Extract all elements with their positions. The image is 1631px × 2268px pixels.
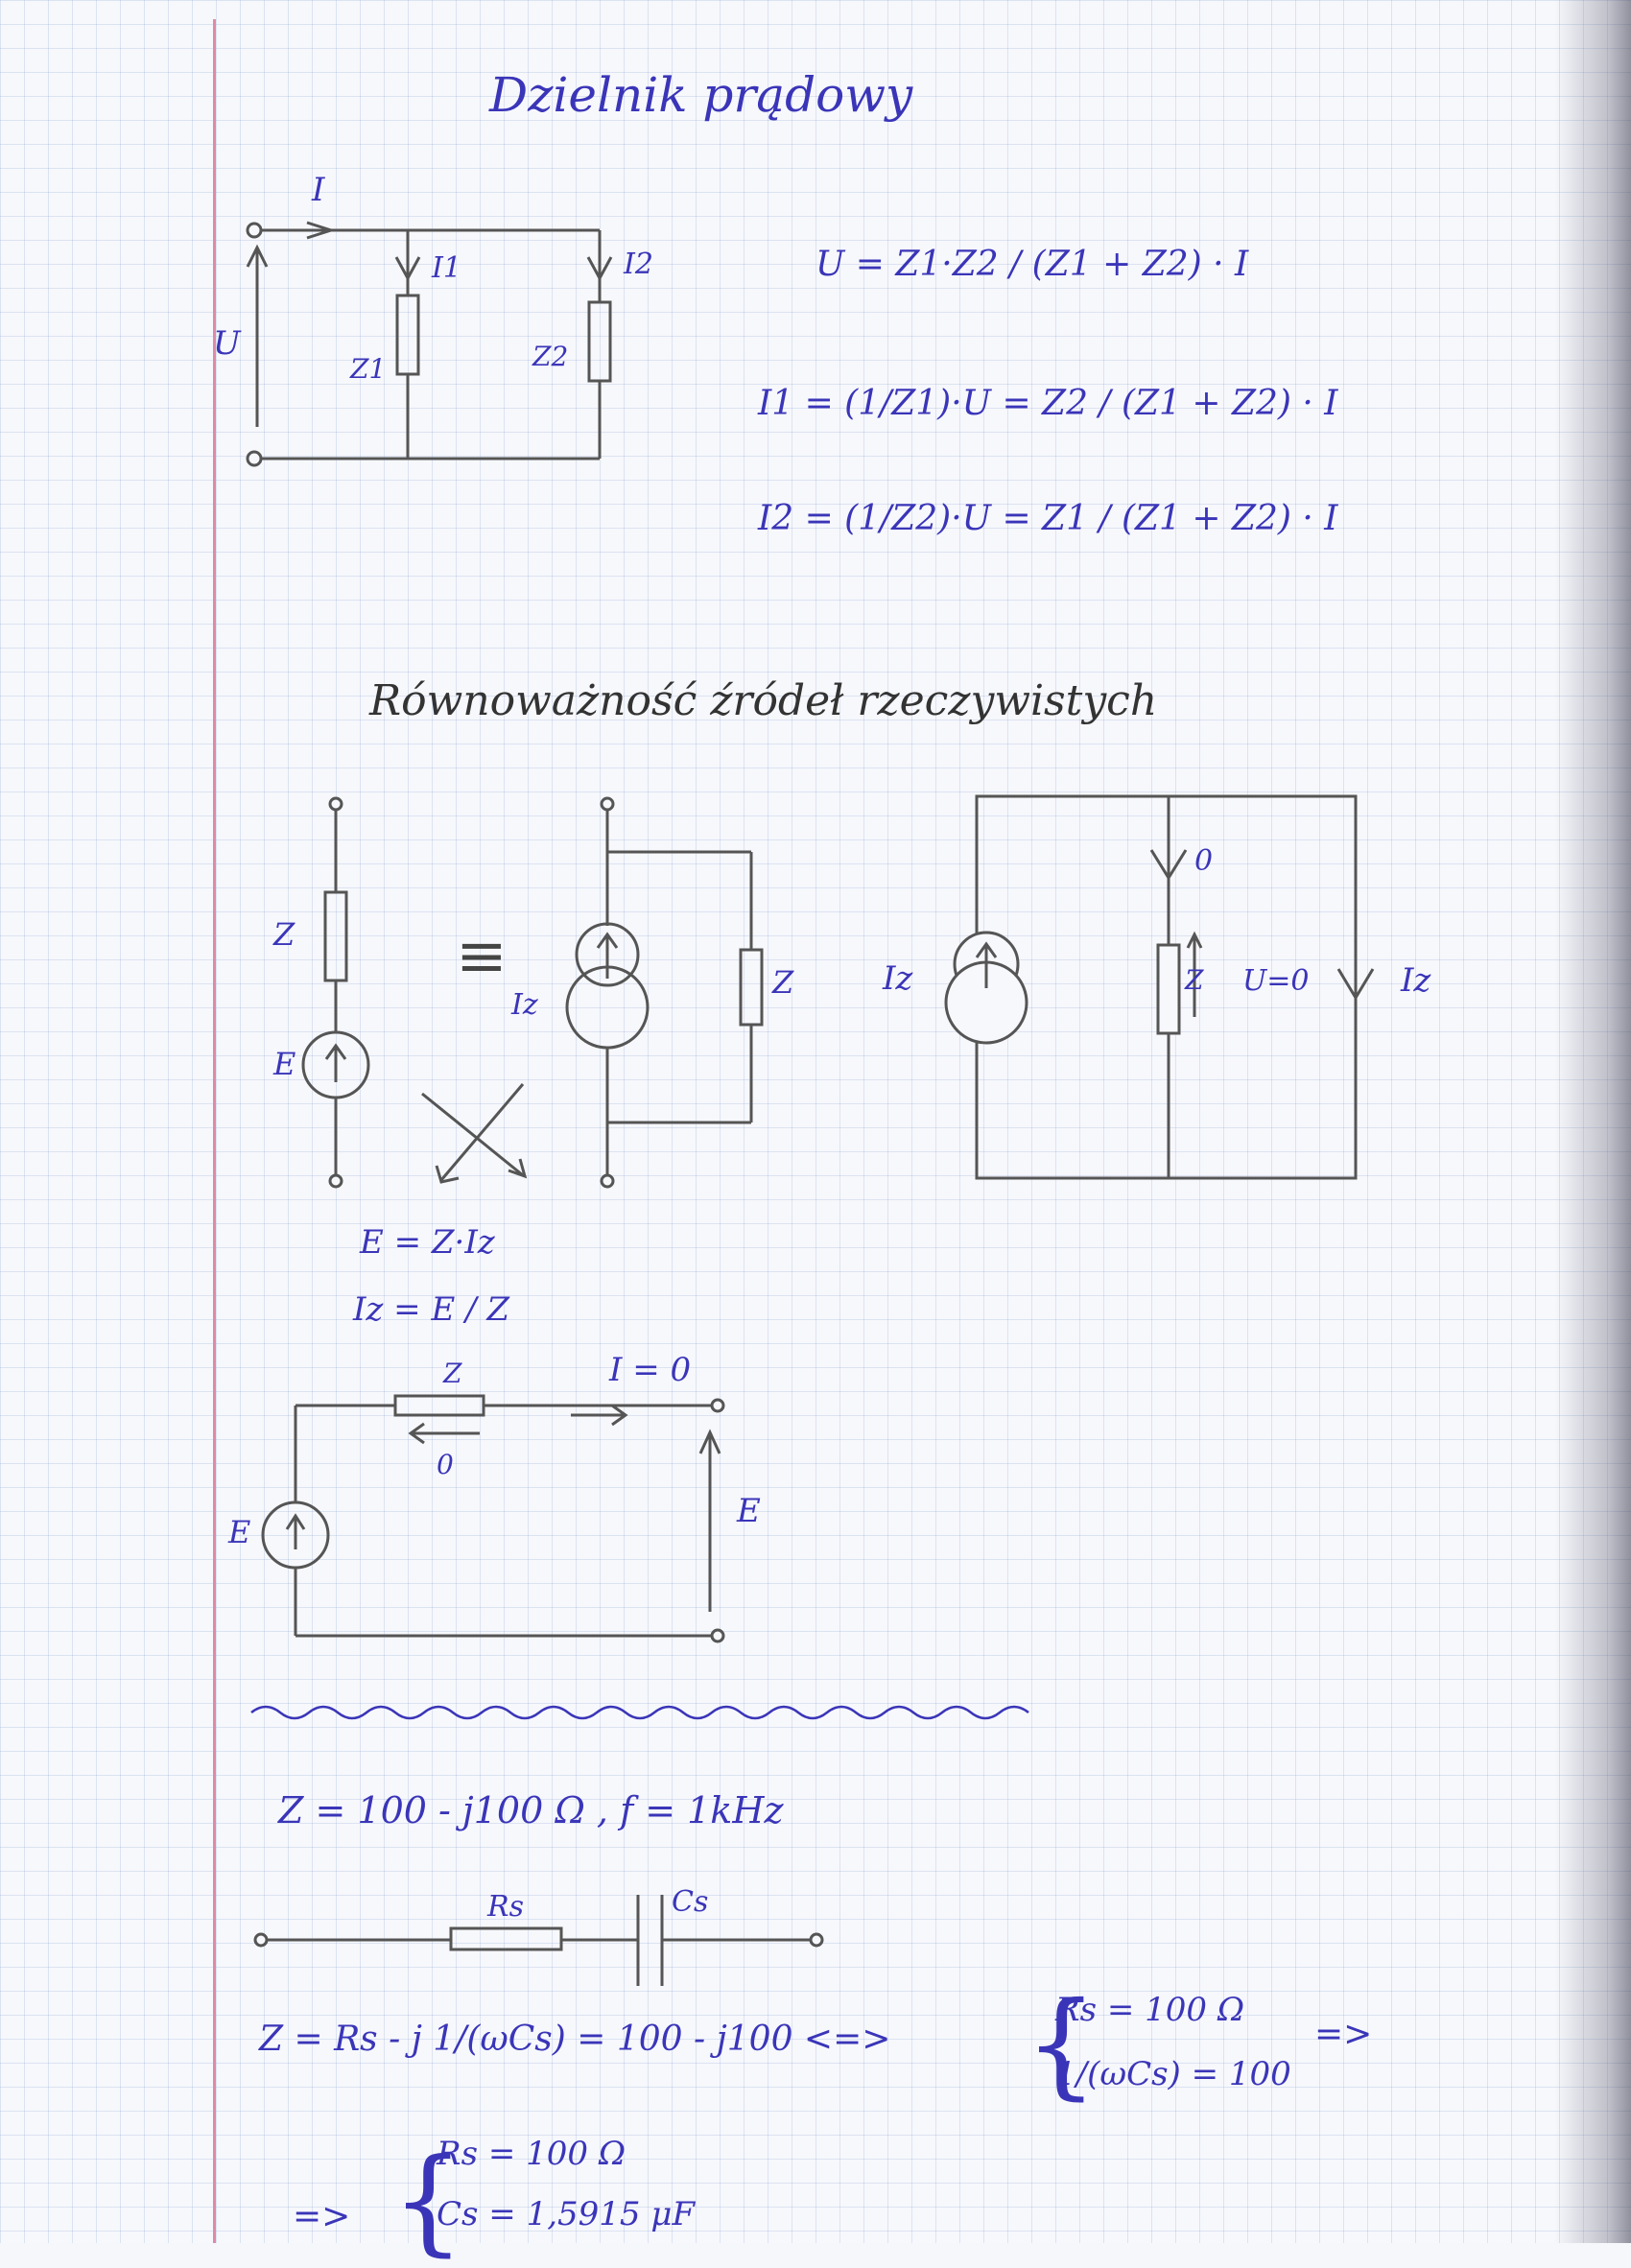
divider-formula-3: I2 = (1/Z2)·U = Z1 / (Z1 + Z2) · I — [758, 499, 1338, 538]
eq-label-U0: U=0 — [1242, 964, 1310, 998]
result-prefix: => — [293, 2197, 351, 2236]
eq-label-Iz-1: Iz — [511, 988, 538, 1022]
eq-label-Iz-3: Iz — [1401, 961, 1431, 1000]
system-arrow: => — [1314, 2015, 1373, 2054]
eq-label-Z-3: Z — [1185, 964, 1204, 996]
page-edge-shadow — [1554, 0, 1631, 2243]
label-Z2: Z2 — [532, 341, 569, 372]
system-brace-1: { — [1025, 1978, 1099, 2112]
margin-line — [213, 19, 216, 2243]
label-I2: I2 — [624, 248, 653, 281]
divider-formula-2: I1 = (1/Z1)·U = Z2 / (Z1 + Z2) · I — [758, 384, 1338, 423]
eq-label-Z: Z — [273, 916, 295, 953]
eq-label-Z-2: Z — [772, 964, 794, 1001]
oc-label-Z: Z — [443, 1358, 462, 1389]
system1-line1: Rs = 100 Ω — [1055, 1991, 1245, 2029]
page-title: Dzielnik prądowy — [489, 67, 913, 123]
eq-label-Iz-2: Iz — [883, 959, 913, 998]
result-line1: Rs = 100 Ω — [437, 2135, 626, 2173]
example-equation: Z = Rs - j 1/(ωCs) = 100 - j100 <=> — [259, 2020, 891, 2059]
equivalence-sign: ≡ — [456, 921, 508, 992]
example-given: Z = 100 - j100 Ω , f = 1kHz — [278, 1789, 784, 1831]
divider-formula-1: U = Z1·Z2 / (Z1 + Z2) · I — [816, 245, 1249, 284]
relation-E: E = Z·Iz — [360, 1223, 495, 1262]
label-Z1: Z1 — [350, 353, 387, 385]
system1-line2: 1/(ωCs) = 100 — [1055, 2055, 1291, 2093]
oc-label-E-voltage: E — [737, 1492, 761, 1530]
oc-label-current: I = 0 — [609, 1351, 692, 1389]
label-U: U — [213, 324, 241, 363]
eq-label-zero: 0 — [1194, 844, 1214, 878]
oc-label-E: E — [228, 1514, 251, 1550]
eq-label-E: E — [273, 1046, 296, 1082]
oc-label-zero: 0 — [437, 1449, 454, 1480]
section-title: Równoważność źródeł rzeczywistych — [369, 676, 1158, 725]
label-I: I — [312, 171, 325, 209]
label-Rs: Rs — [487, 1890, 524, 1924]
result-line2: Cs = 1,5915 μF — [437, 2195, 696, 2233]
label-I1: I1 — [432, 251, 461, 285]
relation-Iz: Iz = E / Z — [353, 1290, 509, 1329]
label-Cs: Cs — [672, 1885, 709, 1919]
